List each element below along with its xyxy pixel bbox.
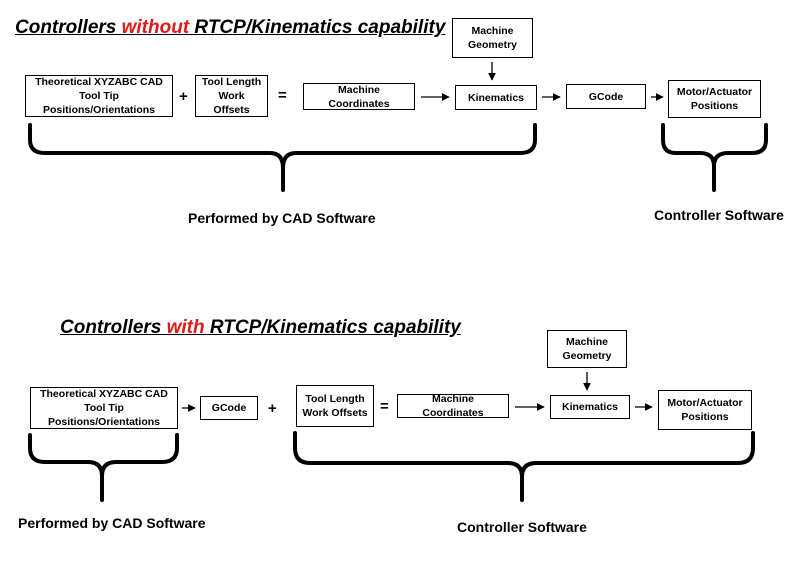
equals-operator: = bbox=[380, 398, 389, 415]
kinematics-box: Kinematics bbox=[455, 85, 537, 110]
machine-coordinates-box: Machine Coordinates bbox=[397, 393, 509, 419]
brace-cad-software bbox=[28, 433, 179, 502]
plus-operator: + bbox=[179, 88, 188, 105]
gcode-box: GCode bbox=[566, 84, 646, 109]
caption-cad-software: Performed by CAD Software bbox=[18, 515, 206, 531]
motor-actuator-box: Motor/Actuator Positions bbox=[668, 80, 761, 118]
machine-coordinates-box: Machine Coordinates bbox=[303, 83, 415, 110]
equals-operator: = bbox=[278, 87, 287, 104]
kinematics-box: Kinematics bbox=[550, 395, 630, 419]
section-title-with: Controllers with RTCP/Kinematics capabil… bbox=[60, 317, 461, 339]
brace-controller-software bbox=[661, 123, 768, 192]
title-highlight: with bbox=[166, 317, 205, 338]
section-title-without: Controllers without RTCP/Kinematics capa… bbox=[15, 17, 445, 39]
title-highlight: without bbox=[121, 17, 190, 38]
caption-controller-software: Controller Software bbox=[457, 519, 587, 535]
title-suffix: RTCP/Kinematics capability bbox=[189, 17, 446, 38]
motor-actuator-box: Motor/Actuator Positions bbox=[658, 390, 752, 430]
tool-length-box: Tool Length Work Offsets bbox=[296, 385, 374, 427]
title-prefix: Controllers bbox=[60, 317, 167, 338]
brace-controller-software bbox=[293, 431, 755, 502]
title-prefix: Controllers bbox=[15, 17, 122, 38]
gcode-box: GCode bbox=[200, 396, 258, 420]
title-suffix: RTCP/Kinematics capability bbox=[204, 317, 461, 338]
plus-operator: + bbox=[268, 400, 277, 417]
caption-cad-software: Performed by CAD Software bbox=[188, 210, 376, 226]
machine-geometry-box: Machine Geometry bbox=[547, 330, 627, 368]
tool-tip-box: Theoretical XYZABC CAD Tool Tip Position… bbox=[25, 75, 173, 117]
machine-geometry-box: Machine Geometry bbox=[452, 18, 533, 58]
tool-length-box: Tool Length Work Offsets bbox=[195, 75, 268, 117]
caption-controller-software: Controller Software bbox=[654, 207, 784, 223]
brace-cad-software bbox=[28, 123, 537, 192]
tool-tip-box: Theoretical XYZABC CAD Tool Tip Position… bbox=[30, 387, 178, 429]
